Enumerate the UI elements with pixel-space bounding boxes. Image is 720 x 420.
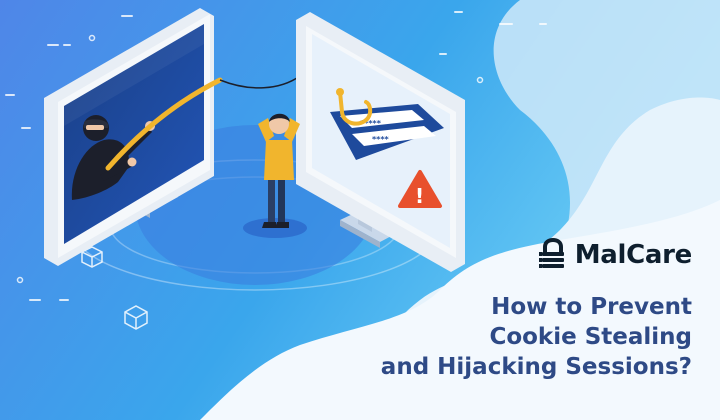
confused-user-figure — [258, 113, 300, 228]
warning-icon: ! — [398, 170, 442, 208]
title-line-1: How to Prevent — [491, 294, 692, 320]
fish-hook-icon — [336, 88, 373, 126]
page-title: How to Prevent Cookie Stealing and Hijac… — [312, 292, 692, 382]
warning-symbol: ! — [415, 184, 424, 208]
title-line-2: Cookie Stealing — [489, 324, 692, 350]
username-field-mask: ***** — [360, 119, 382, 128]
cube-icon — [81, 246, 148, 330]
padlock-icon — [538, 238, 564, 268]
title-line-3: and Hijacking Sessions? — [380, 354, 692, 380]
brand-name: MalCare — [574, 240, 693, 270]
malcare-brand: MalCare — [538, 238, 693, 272]
password-field-mask: **** — [372, 135, 390, 144]
